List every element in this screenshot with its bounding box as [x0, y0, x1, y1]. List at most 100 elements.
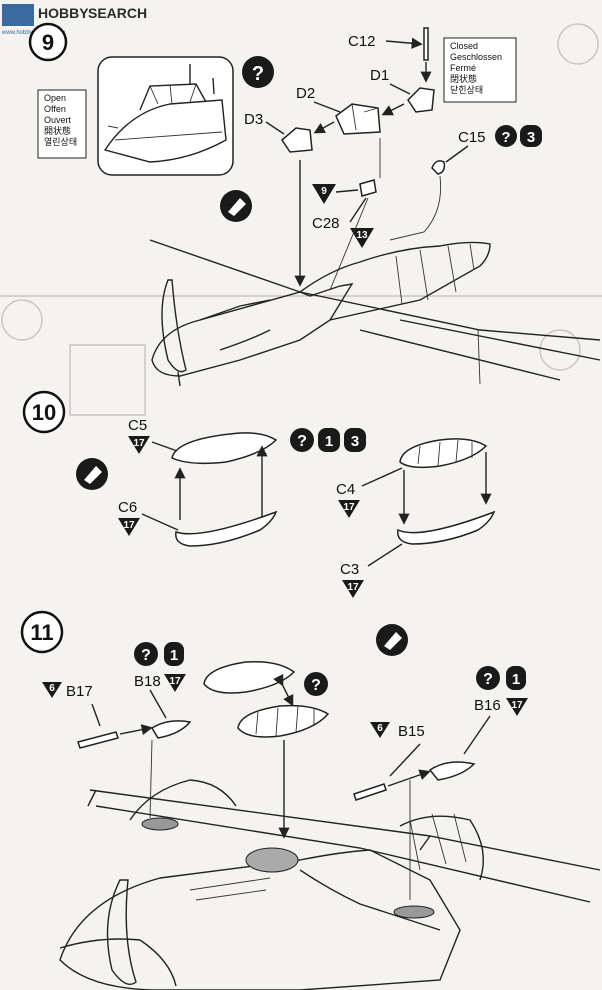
step10-option-icons: ? 1 3 [290, 428, 366, 452]
part-c4-upper [399, 438, 488, 469]
part-label-b15: B15 [398, 723, 425, 740]
svg-text:?: ? [252, 63, 264, 85]
c15-question-icon [495, 125, 517, 147]
svg-text:?: ? [297, 433, 307, 450]
b18-options: ? 1 [134, 642, 184, 666]
part-c5 [171, 432, 278, 465]
part-d3 [281, 127, 313, 153]
part-c28 [359, 179, 377, 197]
watermark-logo-text: HOBBY [38, 5, 89, 21]
c28-sub-paint-number: 13 [356, 230, 368, 241]
b16-option-number: 1 [512, 671, 520, 688]
open-state-label-de: Offen [44, 104, 66, 114]
step10-option-b: 3 [351, 433, 359, 450]
b16-paint-number: 17 [511, 700, 523, 711]
cement-icon [220, 190, 252, 222]
c28-sub-paint-triangle [350, 228, 374, 248]
c5-paint-number: 17 [133, 438, 145, 449]
step-9: 9 Open Offen Ouvert 開状態 열린상태 Closed Gesc… [28, 22, 601, 387]
b18-paint-number: 17 [169, 676, 181, 687]
aircraft-fuselage-step9 [149, 239, 601, 387]
attach-point-right [393, 905, 435, 919]
step10-option-a: 1 [325, 433, 333, 450]
svg-text:?: ? [501, 129, 510, 146]
option-question-icon: ? [242, 56, 274, 88]
part-label-c6: C6 [118, 499, 137, 516]
open-state-label-en: Open [44, 93, 66, 103]
c3-paint-number: 17 [347, 582, 359, 593]
b17-paint-number: 6 [49, 683, 55, 694]
canopy-question-icon [304, 672, 328, 696]
cement-icon-step11 [376, 624, 408, 656]
part-b16 [428, 761, 476, 781]
part-label-c4: C4 [336, 481, 355, 498]
part-label-d3: D3 [244, 111, 263, 128]
part-label-c5: C5 [128, 417, 147, 434]
part-label-d1: D1 [370, 67, 389, 84]
step-11: 11 ? 1 B18 17 6 B17 ? [20, 610, 601, 990]
part-b17 [77, 731, 119, 749]
part-c3 [397, 510, 496, 545]
part-label-d2: D2 [296, 85, 315, 102]
svg-text:?: ? [311, 677, 321, 694]
b16-paint-triangle [506, 698, 528, 716]
b16-options: ? 1 [476, 666, 526, 690]
watermark-logo: HOBBY SEARCH www.hobbysearch.co.jp [1, 4, 147, 36]
part-c6 [175, 510, 278, 547]
attach-point-canopy [245, 847, 299, 873]
watermark-search-text: SEARCH [88, 5, 147, 21]
part-canopy-upper [203, 660, 296, 694]
step-11-number: 11 [30, 620, 53, 645]
c5-paint-triangle [128, 436, 150, 454]
c6-paint-triangle [118, 518, 140, 536]
b18-option-number: 1 [170, 647, 178, 664]
part-label-c12: C12 [348, 33, 376, 50]
b18-paint-triangle [164, 674, 186, 692]
svg-text:?: ? [483, 671, 493, 688]
c28-paint-number: 9 [321, 186, 327, 197]
closed-state-label-en: Closed [450, 41, 478, 51]
part-canopy-lower [237, 704, 330, 738]
open-state-label-kr: 열린상태 [44, 137, 77, 147]
c4-paint-number: 17 [343, 502, 355, 513]
part-label-b18: B18 [134, 673, 161, 690]
part-label-b16: B16 [474, 697, 501, 714]
part-label-c15: C15 [458, 129, 486, 146]
step-11-number-circle [20, 610, 64, 654]
part-c12 [423, 27, 429, 61]
closed-state-label: Closed Geschlossen Fermé 閉状態 닫힌상태 [443, 37, 517, 103]
attach-point-left [141, 817, 179, 831]
c15-paint-number: 3 [527, 129, 535, 146]
open-state-label-fr: Ouvert [44, 115, 72, 125]
closed-state-label-kr: 닫힌상태 [450, 84, 483, 95]
b15-paint-triangle [370, 722, 390, 738]
c15-paint-badge [520, 125, 542, 147]
part-d2 [335, 103, 381, 135]
closed-state-label-fr: Fermé [450, 63, 476, 73]
closed-state-label-de: Geschlossen [450, 52, 502, 62]
open-state-label-jp: 開状態 [44, 125, 71, 136]
step-9-number: 9 [42, 30, 54, 55]
step-10-number: 10 [32, 400, 56, 425]
svg-text:?: ? [141, 647, 151, 664]
part-d1 [407, 87, 435, 113]
c3-paint-triangle [342, 580, 364, 598]
part-b18 [150, 720, 192, 739]
aircraft-step11 [59, 779, 601, 990]
step-10-number-circle [22, 390, 66, 434]
part-label-b17: B17 [66, 683, 93, 700]
part-label-c28: C28 [312, 215, 340, 232]
closed-state-label-jp: 閉状態 [450, 73, 477, 84]
part-label-c3: C3 [340, 561, 359, 578]
b15-paint-number: 6 [377, 723, 383, 734]
b17-paint-triangle [42, 682, 62, 698]
open-state-inset: Open Offen Ouvert 開状態 열린상태 [37, 56, 234, 176]
step-9-number-circle [28, 22, 68, 62]
c28-paint-triangle [312, 184, 336, 204]
c4-paint-triangle [338, 500, 360, 518]
cement-icon-step10 [76, 458, 108, 490]
bleed-through-marks [0, 23, 602, 416]
part-c15 [431, 160, 446, 175]
step-10: 10 C5 17 ? 1 3 C6 17 [22, 390, 496, 598]
